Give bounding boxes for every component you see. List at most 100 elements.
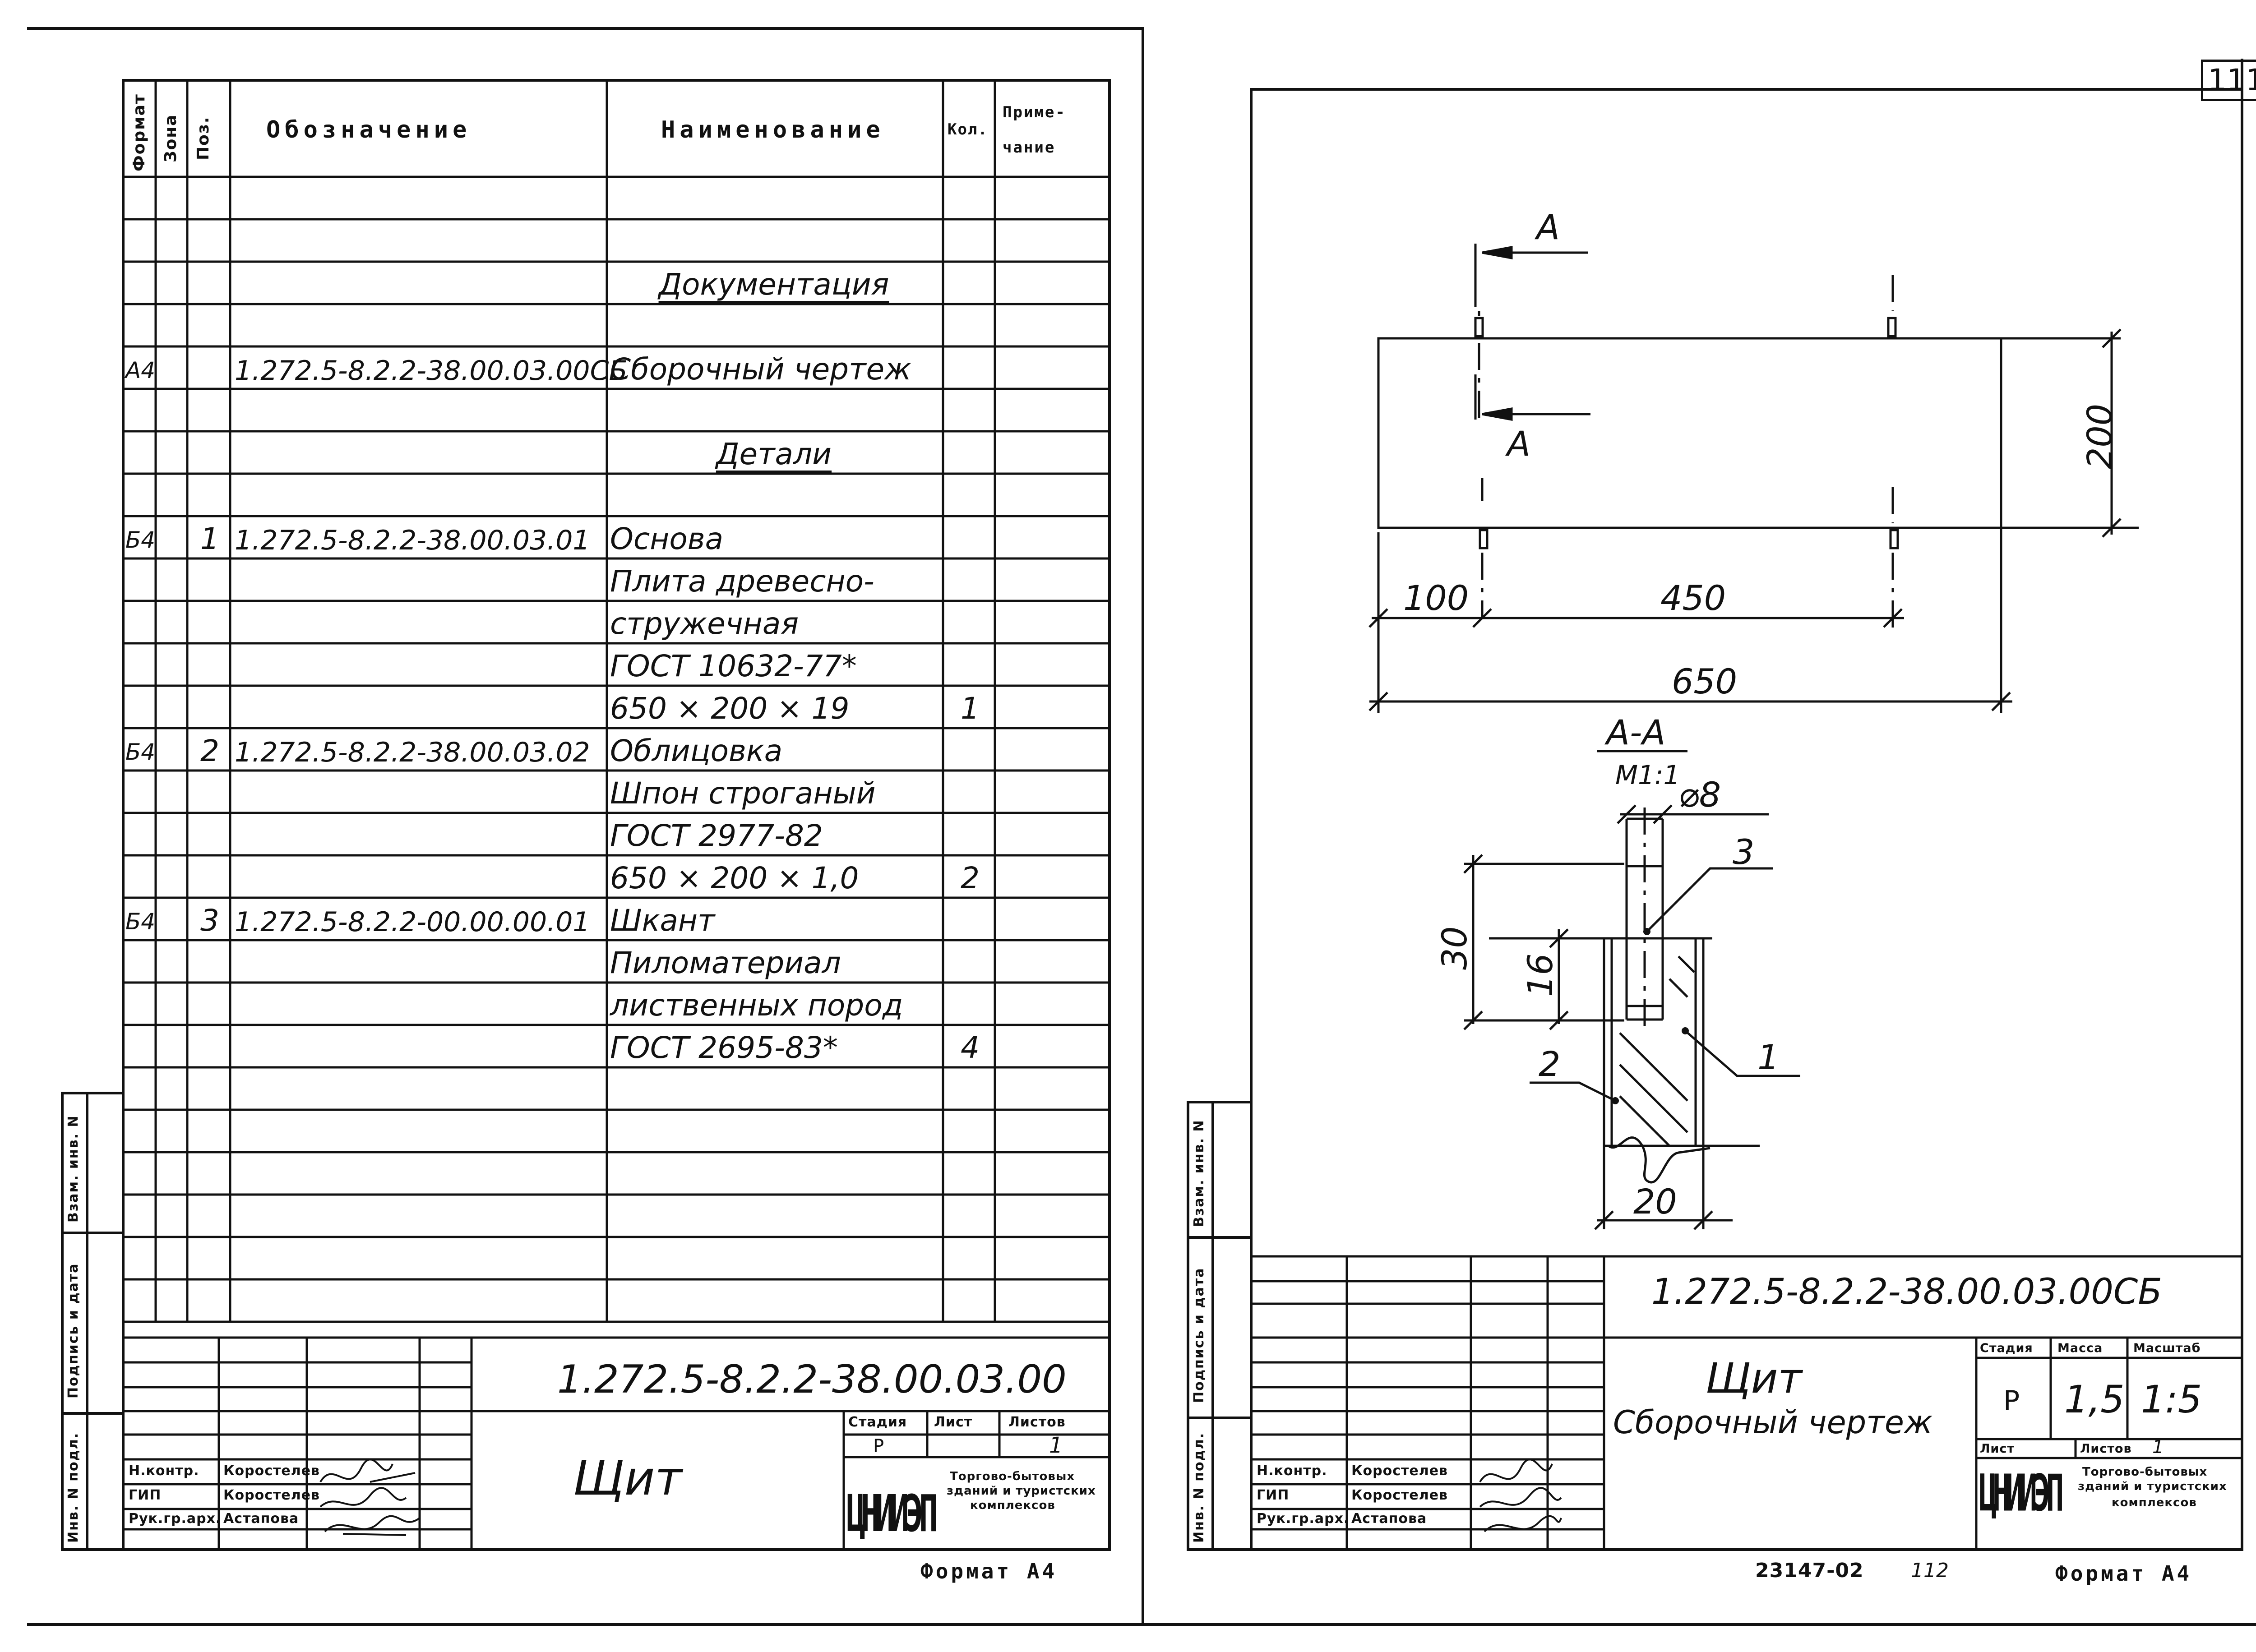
leader-2: [1530, 1081, 1616, 1102]
cell-name: Плита древесно-: [610, 564, 874, 599]
dim-tick: [1693, 1210, 1713, 1230]
right-org-logo: ЦНИИЭП: [1979, 1464, 2064, 1523]
dim-tick: [1617, 804, 1637, 824]
dim-length: 650: [1672, 661, 1737, 701]
leader-dot: [1612, 1097, 1619, 1104]
cell-name: ГОСТ 2977-82: [610, 818, 823, 853]
header-note-1: Приме-: [1003, 103, 1066, 121]
cell-name: ГОСТ 10632-77*: [610, 649, 857, 683]
dim-tick: [1883, 608, 1903, 628]
right-frame-right: [2241, 59, 2243, 1550]
dowel-mark: [1474, 317, 1484, 337]
right-person-2: Коростелев: [1351, 1487, 1448, 1503]
hatch: [1619, 955, 1695, 1147]
dowel-mark: [1889, 529, 1899, 549]
strip-line: [1187, 1417, 1252, 1419]
right-signatures: [1479, 1458, 1562, 1532]
dim-tick: [2102, 328, 2122, 348]
cell-qty: 1: [961, 691, 980, 726]
dim-tick: [1549, 1011, 1569, 1030]
right-sheets-label: Листов: [2080, 1442, 2132, 1456]
left-stage-label: Стадия: [848, 1414, 907, 1430]
dim-offset: 100: [1403, 578, 1469, 618]
top-border-left: [27, 27, 1144, 30]
section-arrowhead: [1482, 245, 1513, 260]
strip-line: [61, 1232, 125, 1234]
callout-1: 1: [1757, 1037, 1779, 1077]
cell-name: 650 × 200 × 1,0: [610, 861, 859, 895]
right-org-line2: зданий и туристских: [2078, 1480, 2227, 1493]
dim-tick: [1653, 804, 1673, 824]
header-note-2: чание: [1003, 138, 1056, 157]
section-title: А-А: [1604, 712, 1665, 752]
right-scale-label: Масштаб: [2133, 1341, 2201, 1355]
left-person-2: Коростелев: [223, 1487, 320, 1503]
left-frame-bottom: [61, 1548, 1111, 1551]
right-strip-inv: Инв. N подл.: [1191, 1432, 1207, 1543]
cell-name-section: Документация: [658, 267, 889, 302]
bottom-border: [27, 1623, 2256, 1626]
left-sheets-label: Листов: [1008, 1414, 1066, 1430]
cell-designation: 1.272.5-8.2.2-38.00.03.02: [235, 737, 590, 768]
right-org-line3: комплексов: [2112, 1496, 2197, 1509]
section-marker-top: А: [1534, 207, 1560, 247]
section-marker-bottom: А: [1505, 424, 1530, 464]
right-strip-vzam: Взам. инв. N: [1191, 1119, 1207, 1227]
cell-name: Шпон строганый: [610, 776, 876, 811]
leader-dot: [1643, 928, 1650, 935]
left-org-line2: зданий и туристских: [947, 1484, 1096, 1498]
left-person-3: Астапова: [223, 1511, 299, 1527]
dowel-mark: [1479, 529, 1489, 549]
right-frame-bottom: [1187, 1548, 2243, 1551]
right-title-2: Сборочный чертеж: [1613, 1404, 1933, 1441]
cell-designation: 1.272.5-8.2.2-00.00.00.01: [235, 906, 590, 938]
dim-dowel-len: 30: [1434, 926, 1475, 970]
dim-tick: [1472, 608, 1492, 628]
cell-format: А4: [125, 357, 156, 383]
dim-tick: [1463, 1011, 1483, 1030]
dim-thickness: 20: [1633, 1181, 1677, 1222]
left-stage-value: Р: [873, 1436, 884, 1457]
strip-line: [1211, 1101, 1214, 1550]
dim-tick: [1594, 1210, 1614, 1230]
dim-dowel-dia: ⌀8: [1678, 775, 1721, 815]
right-scale-value: 1:5: [2141, 1377, 2202, 1421]
right-title-1: Щит: [1706, 1354, 1803, 1403]
cell-name: стружечная: [610, 606, 799, 641]
dowel-mark: [1887, 317, 1897, 337]
dim-tick: [1463, 854, 1483, 874]
cell-name: Сборочный чертеж: [610, 352, 911, 387]
cell-pos: 3: [200, 903, 219, 938]
center-line: [1478, 311, 1484, 618]
dim-spacing: 450: [1660, 578, 1726, 618]
left-frame-left: [122, 79, 125, 1550]
left-frame-right: [1108, 79, 1111, 1550]
left-sheet-label: Лист: [934, 1414, 973, 1430]
sheet-divider: [1142, 27, 1144, 1624]
header-qty: Кол.: [948, 120, 988, 138]
cell-name: Шкант: [610, 903, 715, 938]
right-sheets-value: 1: [2152, 1437, 2164, 1458]
dim-tick: [1991, 692, 2011, 711]
cell-format: Б4: [125, 739, 156, 765]
right-person-3: Астапова: [1351, 1511, 1427, 1527]
strip-line: [86, 1092, 88, 1550]
right-format-label: Формат А4: [2055, 1561, 2192, 1586]
cell-qty: 4: [961, 1030, 980, 1065]
right-frame-left: [1250, 88, 1253, 1550]
left-org-line1: Торгово-бытовых: [950, 1470, 1075, 1483]
cell-name-section: Детали: [716, 437, 832, 471]
right-document-code: 1.272.5-8.2.2-38.00.03.00СБ: [1651, 1272, 2162, 1312]
cell-name: Пиломатериал: [610, 946, 841, 980]
footer-page: 112: [1911, 1559, 1949, 1582]
strip-line: [1187, 1101, 1252, 1103]
dim-height: 200: [2080, 404, 2120, 469]
left-org-line3: комплексов: [970, 1499, 1055, 1512]
leader-dot: [1682, 1027, 1689, 1034]
section-scale: М1:1: [1615, 760, 1680, 790]
cell-designation: 1.272.5-8.2.2-38.00.03.01: [235, 525, 590, 556]
cell-pos: 1: [200, 521, 219, 556]
cell-name: Облицовка: [610, 734, 783, 768]
cell-name: 650 × 200 × 19: [610, 691, 850, 726]
